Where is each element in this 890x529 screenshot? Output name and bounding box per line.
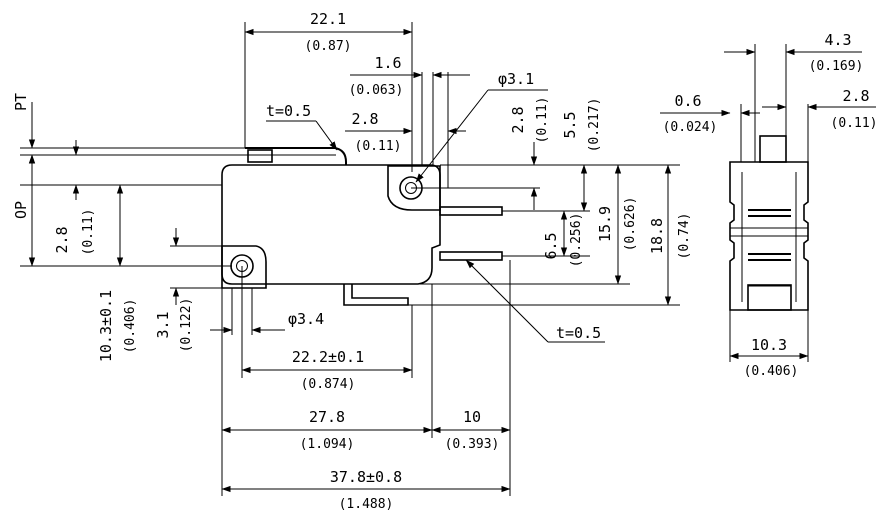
dim-0-406-left: (0.406) [123, 299, 138, 354]
dim-5-5: 5.5 [561, 111, 579, 138]
side-plunger [759, 135, 787, 163]
side-view: 4.3 (0.169) 0.6 (0.024) 2.8 (0.11) 10.3 … [660, 31, 877, 379]
dim-0-74: (0.74) [677, 213, 692, 260]
dim-2-8-vert: 2.8 [509, 106, 527, 133]
dim-0-6: 0.6 [674, 92, 701, 110]
front-view: 22.1 (0.87) 1.6 (0.063) 2.8 (0.11) φ3.1 … [12, 10, 692, 512]
dim-22-2: 22.2±0.1 [292, 348, 364, 366]
dim-4-3: 4.3 [824, 31, 851, 49]
dim-0-169: (0.169) [809, 59, 864, 74]
dim-18-8: 18.8 [648, 218, 666, 254]
dim-0-024: (0.024) [663, 120, 718, 135]
dim-6-5: 6.5 [542, 232, 560, 259]
dim-2-8-left: 2.8 [53, 226, 71, 253]
terminal-nc [343, 284, 409, 306]
dim-15-9: 15.9 [596, 206, 614, 242]
dim-1-094: (1.094) [300, 437, 355, 452]
upper-mount-boss [387, 165, 441, 211]
dim-0-11-vert: (0.11) [535, 97, 550, 144]
label-phi-3-4: φ3.4 [288, 310, 324, 328]
dim-10-3-right: 10.3 [751, 336, 787, 354]
dim-1-6: 1.6 [374, 54, 401, 72]
label-t-0-5-terminal: t=0.5 [556, 324, 601, 342]
dim-2-8-top: 2.8 [351, 110, 378, 128]
dim-3-1: 3.1 [154, 311, 172, 338]
lever-hinge [247, 149, 273, 163]
label-pt: PT [12, 93, 30, 111]
label-op: OP [12, 201, 30, 219]
dim-0-406-right: (0.406) [744, 364, 799, 379]
dim-10: 10 [463, 408, 481, 426]
lower-mount-boss [221, 245, 267, 289]
label-t-0-5-lever: t=0.5 [266, 102, 311, 120]
dim-0-063: (0.063) [349, 83, 404, 98]
dim-0-11-right: (0.11) [831, 116, 878, 131]
dim-0-217: (0.217) [587, 98, 602, 153]
dim-0-393: (0.393) [445, 437, 500, 452]
dim-0-87: (0.87) [305, 39, 352, 54]
dim-37-8: 37.8±0.8 [330, 468, 402, 486]
switch-housing [221, 164, 441, 285]
terminal-common [439, 206, 503, 216]
label-phi-3-1: φ3.1 [498, 70, 534, 88]
dim-0-874: (0.874) [301, 377, 356, 392]
dim-0-11-top: (0.11) [355, 139, 402, 154]
dim-2-8-right: 2.8 [842, 87, 869, 105]
dim-0-256: (0.256) [569, 213, 584, 268]
dim-10-3: 10.3±0.1 [97, 290, 115, 362]
dim-1-488: (1.488) [339, 497, 394, 512]
dim-0-122: (0.122) [179, 298, 194, 353]
side-base [747, 284, 792, 311]
dim-27-8: 27.8 [309, 408, 345, 426]
terminal-no [439, 251, 503, 261]
dim-0-11-left: (0.11) [81, 209, 96, 256]
dim-22-1: 22.1 [310, 10, 346, 28]
dim-0-626: (0.626) [623, 197, 638, 252]
